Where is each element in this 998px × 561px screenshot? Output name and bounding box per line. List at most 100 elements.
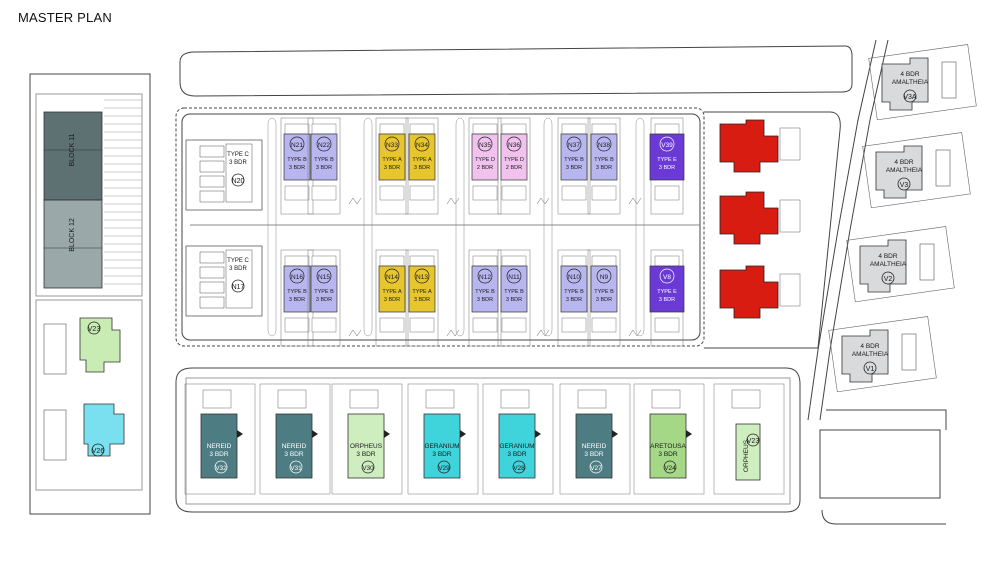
top-row-unit-n38-shape — [590, 133, 618, 181]
top-row-n38-type-label: TYPE B — [594, 157, 614, 163]
bottom-row-n13-bdr-label: 3 BDR — [414, 297, 430, 303]
amaltheia-v1-id-label: V1 — [866, 366, 875, 373]
bottom-row-unit-v8-shape — [649, 265, 685, 313]
bottom-row-unit-n14-shape — [378, 265, 406, 313]
bottom-row-n11-type-label: TYPE B — [504, 289, 524, 295]
bottom-row-n14-id-label: N14 — [386, 274, 398, 281]
top-row-unit-n21 — [280, 117, 314, 215]
top-row-unit-n37-shape — [560, 133, 588, 181]
bottom-row-n10-id-label: N10 — [568, 274, 580, 281]
top-row-n34-bdr-label: 3 BDR — [414, 165, 430, 171]
bottom-villa-v24-shape — [649, 413, 687, 479]
left-villa-1-circle — [87, 321, 101, 335]
top-row-n34-type-label: TYPE A — [412, 157, 432, 163]
amaltheia-v3-name-label: AMALTHEIA — [886, 167, 923, 174]
top-row-n22-id-label: N22 — [318, 142, 330, 149]
top-row-unit-n38 — [587, 117, 621, 215]
top-row-unit-n34 — [405, 117, 439, 215]
bottom-villa-v30-shape — [347, 413, 385, 479]
amaltheia-v3a-circle — [903, 89, 917, 103]
left-villa-1-shape — [79, 317, 121, 373]
bottom-row-unit-n15 — [307, 249, 341, 347]
top-row-unit-n22 — [307, 117, 341, 215]
bottom-row-n10-type-label: TYPE B — [564, 289, 584, 295]
amaltheia-v1-bdr-label: 4 BDR — [860, 343, 879, 350]
bottom-row-unit-n14 — [375, 249, 409, 347]
top-row-n21-type-label: TYPE B — [287, 157, 307, 163]
bottom-row-n9-id-label: N9 — [600, 274, 609, 281]
top-row-unit-v39 — [649, 117, 685, 215]
bottom-villa-v32-id-label: V32 — [215, 465, 227, 472]
bottom-row-unit-n16 — [280, 249, 314, 347]
amaltheia-v2-bdr-label: 4 BDR — [878, 253, 897, 260]
bottom-row-n10-bdr-label: 3 BDR — [566, 297, 582, 303]
type-c-1-type-label: TYPE C — [227, 152, 249, 158]
top-row-n21-bdr-label: 3 BDR — [289, 165, 305, 171]
top-row-n36-bdr-label: 2 BDR — [506, 165, 522, 171]
bottom-villa-v29-id-label: V29 — [438, 465, 450, 472]
amaltheia-v3a-id-label: V3A — [903, 94, 917, 101]
top-row-n33-id-label: N33 — [386, 142, 398, 149]
bottom-row-n13-id-label: N13 — [416, 274, 428, 281]
block-11-label: BLOCK 11 — [69, 133, 76, 166]
road-outlines — [29, 39, 947, 525]
bottom-villa-v24-id-label: V24 — [664, 465, 676, 472]
bottom-row-unit-v8 — [649, 249, 685, 347]
bottom-row-n16-id-label: N16 — [291, 274, 303, 281]
bottom-row-n11-bdr-label: 3 BDR — [506, 297, 522, 303]
bottom-villa-v30-name-label: ORPHEUS — [350, 443, 383, 450]
bottom-row-unit-n11 — [497, 249, 531, 347]
bottom-villa-v31-id-label: V31 — [290, 465, 302, 472]
bottom-row-n16-bdr-label: 3 BDR — [289, 297, 305, 303]
top-row-n22-type-label: TYPE B — [314, 157, 334, 163]
bottom-row-n9-type-label: TYPE B — [594, 289, 614, 295]
amaltheia-villa-v2 — [846, 226, 955, 303]
bottom-villa-v31-shape — [275, 413, 313, 479]
left-villa-1-id-label: V23 — [88, 326, 101, 333]
amaltheia-v3-circle — [897, 177, 911, 191]
top-row-unit-n37 — [557, 117, 591, 215]
bottom-row-n15-type-label: TYPE B — [314, 289, 334, 295]
left-villa-2-circle — [91, 443, 105, 457]
bottom-row-v8-type-label: TYPE E — [657, 289, 677, 295]
bottom-row-unit-n12-shape — [471, 265, 499, 313]
bottom-villa-v28-shape — [498, 413, 536, 479]
bottom-row-v8-id-label: V8 — [663, 274, 671, 281]
bottom-villa-v27-name-label: NEREID — [582, 443, 607, 450]
bottom-villa-v28-name-label: GERANIUM — [499, 443, 534, 450]
bottom-villa-v30 — [331, 383, 403, 495]
top-row-unit-n33 — [375, 117, 409, 215]
top-row-n33-type-label: TYPE A — [382, 157, 402, 163]
bottom-row-n11-id-label: N11 — [508, 274, 520, 281]
top-row-unit-n33-shape — [378, 133, 406, 181]
bottom-villa-v32-name-label: NEREID — [207, 443, 232, 450]
amaltheia-v3-id-label: V3 — [900, 182, 909, 189]
top-row-v39-type-label: TYPE E — [657, 157, 677, 163]
top-row-n22-bdr-label: 3 BDR — [316, 165, 332, 171]
bottom-row-unit-n12 — [468, 249, 502, 347]
bottom-villa-v28 — [482, 383, 554, 495]
bottom-villa-v32-shape — [200, 413, 238, 479]
top-row-n37-id-label: N37 — [568, 142, 580, 149]
left-blocks — [43, 99, 142, 461]
bottom-row-n16-type-label: TYPE B — [287, 289, 307, 295]
bottom-row-unit-n15-shape — [310, 265, 338, 313]
bottom-row-n14-bdr-label: 3 BDR — [384, 297, 400, 303]
red-villa-3 — [719, 265, 779, 319]
bottom-villa-v32 — [184, 383, 256, 495]
top-row-n33-bdr-label: 3 BDR — [384, 165, 400, 171]
bottom-villa-v29-name-label: GERANIUM — [424, 443, 459, 450]
bottom-row-n15-bdr-label: 3 BDR — [316, 297, 332, 303]
top-row-n36-id-label: N36 — [508, 142, 520, 149]
bottom-villa-v30-bdr-label: 3 BDR — [356, 451, 375, 458]
type-c-1-id-label: N20 — [232, 178, 245, 185]
bottom-row-n12-id-label: N12 — [479, 274, 491, 281]
top-row-v39-bdr-label: 3 BDR — [659, 165, 675, 171]
bottom-villa-v23-shape — [735, 423, 761, 481]
bottom-villa-v31-name-label: NEREID — [282, 443, 307, 450]
red-villa-1 — [719, 119, 779, 173]
bottom-villa-v23 — [713, 383, 785, 495]
top-row-n37-type-label: TYPE B — [564, 157, 584, 163]
type-c-2-type-label: TYPE C — [227, 258, 249, 264]
